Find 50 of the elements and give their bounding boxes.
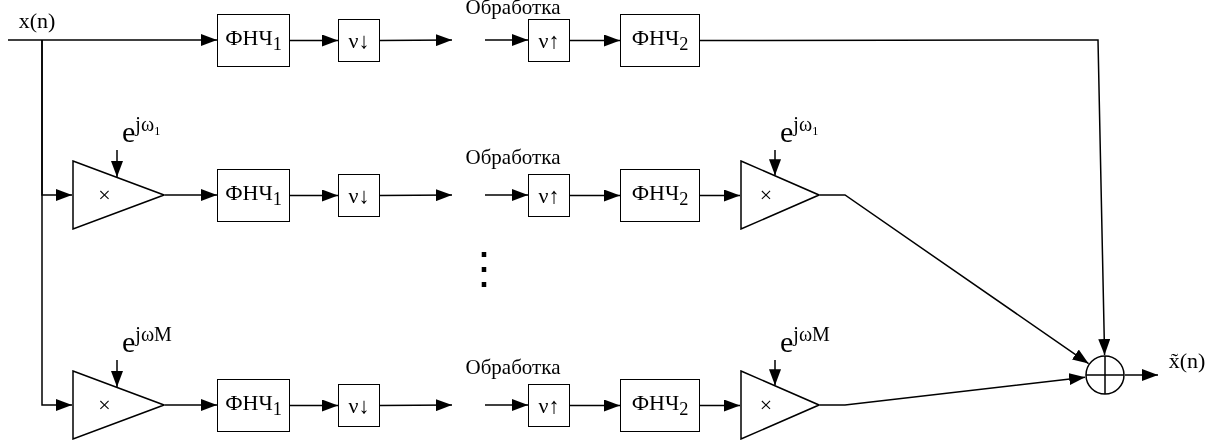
multiplier-triangle: × bbox=[740, 160, 820, 230]
arrow bbox=[1124, 369, 1159, 381]
arrow bbox=[819, 373, 1086, 406]
signal-label: x̃(n) bbox=[1158, 346, 1216, 376]
arrow bbox=[379, 399, 453, 412]
signal-label: x(n) bbox=[8, 2, 66, 40]
ellipsis-dots: ⋮ bbox=[462, 246, 506, 290]
arrow bbox=[164, 399, 218, 411]
arrow bbox=[7, 34, 218, 46]
process-box: ν↑ bbox=[528, 19, 570, 62]
multiplier-triangle: × bbox=[72, 370, 165, 440]
arrow bbox=[379, 34, 453, 47]
process-box: ν↑ bbox=[528, 174, 570, 217]
arrow bbox=[569, 34, 621, 47]
arrow bbox=[484, 189, 529, 201]
exponent-label: e$^{jωM}$ bbox=[112, 320, 184, 360]
arrow bbox=[41, 39, 73, 411]
process-box: ФНЧ$_{2}$ bbox=[620, 379, 700, 432]
process-box: ν↓ bbox=[338, 384, 380, 427]
arrow bbox=[699, 399, 741, 412]
arrow bbox=[769, 359, 781, 387]
exponent-label: e$^{jω₁}$ bbox=[112, 110, 184, 150]
multiplier-triangle: × bbox=[740, 370, 820, 440]
process-box: ν↑ bbox=[528, 384, 570, 427]
arrow bbox=[484, 399, 529, 411]
arrow bbox=[289, 399, 339, 412]
arrow bbox=[569, 189, 621, 202]
process-box: ФНЧ$_{1}$ bbox=[217, 14, 290, 67]
exponent-label: e$^{jω₁}$ bbox=[770, 110, 842, 150]
process-box: ν↓ bbox=[338, 174, 380, 217]
arrow bbox=[484, 34, 529, 46]
process-box: ФНЧ$_{1}$ bbox=[217, 379, 290, 432]
arrow bbox=[569, 399, 621, 412]
process-box: ФНЧ$_{2}$ bbox=[620, 169, 700, 222]
process-box: ФНЧ$_{1}$ bbox=[217, 169, 290, 222]
exponent-label: e$^{jωM}$ bbox=[770, 320, 842, 360]
arrow bbox=[379, 189, 453, 202]
summing-circle bbox=[1085, 355, 1125, 395]
arrow bbox=[289, 189, 339, 202]
arrow bbox=[111, 359, 123, 388]
arrow bbox=[699, 39, 1111, 356]
process-box: ν↓ bbox=[338, 19, 380, 62]
arrow bbox=[289, 34, 339, 47]
arrow bbox=[699, 189, 741, 202]
arrow bbox=[111, 149, 123, 178]
process-box: ФНЧ$_{2}$ bbox=[620, 14, 700, 67]
arrow bbox=[819, 194, 1090, 365]
arrow bbox=[769, 149, 781, 177]
arrow bbox=[164, 189, 218, 201]
multiplier-triangle: × bbox=[72, 160, 165, 230]
